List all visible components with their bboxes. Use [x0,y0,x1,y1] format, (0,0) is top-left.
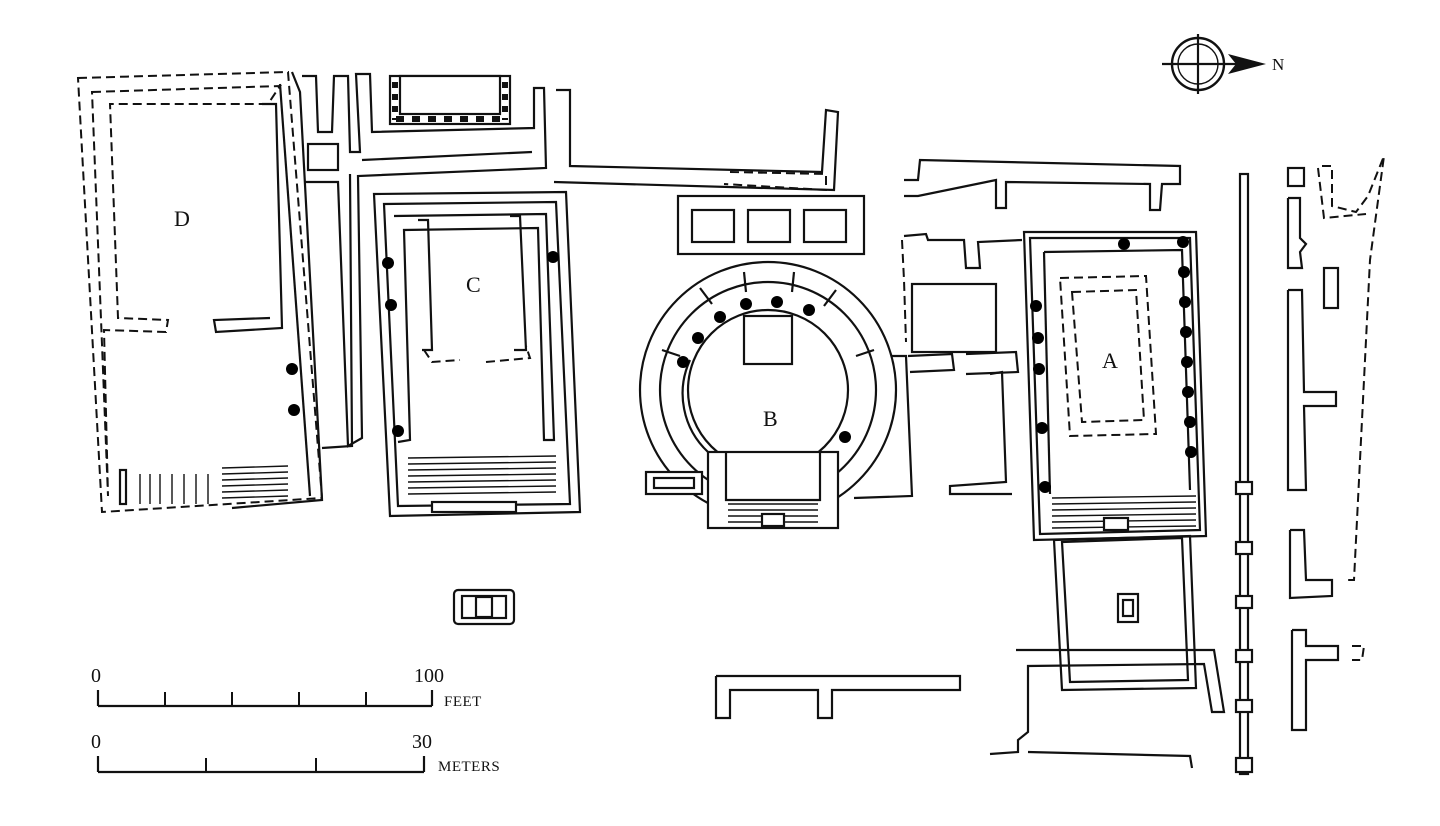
column [1182,386,1194,398]
label-building-d: D [174,206,190,231]
column [1180,326,1192,338]
scale-meters-end: 30 [412,731,432,753]
column [740,298,752,310]
column [1039,481,1051,493]
column [1032,332,1044,344]
scale-bar-meters [96,756,426,774]
south-walls [714,648,1226,769]
column [1033,363,1045,375]
column [1036,422,1048,434]
building-c-stair [407,455,557,495]
building-d-plan [76,70,324,514]
column [286,363,298,375]
scale-feet-start: 0 [91,665,101,687]
scale-feet-end: 100 [414,665,444,687]
column [714,311,726,323]
column [839,431,851,443]
column [692,332,704,344]
column [1118,238,1130,250]
scale-feet-unit: FEET [444,694,482,710]
building-c-plan [372,190,582,518]
building-d-stair [221,465,289,499]
stoa-colonnade [1234,172,1254,776]
column [1178,266,1190,278]
building-a-plan [1022,230,1208,692]
column [1185,446,1197,458]
rooms-middle [853,158,1182,500]
label-building-b: B [763,406,778,431]
column [382,257,394,269]
column [1177,236,1189,248]
column [677,356,689,368]
north-arrow-icon [1162,34,1266,94]
building-b-plan [638,194,898,530]
column [803,304,815,316]
scale-meters-unit: METERS [438,759,501,775]
column [1184,416,1196,428]
north-label: N [1272,55,1285,74]
column [1179,296,1191,308]
column [385,299,397,311]
corridors-north [302,72,840,450]
small-colonnade [388,74,512,126]
scale-bar-feet [96,690,434,708]
label-building-a: A [1102,348,1118,373]
small-monument [452,588,516,626]
scale-meters-start: 0 [91,731,101,753]
column [1030,300,1042,312]
label-building-c: C [466,272,481,297]
column [771,296,783,308]
column [288,404,300,416]
column [547,251,559,263]
column [392,425,404,437]
east-fragments [1286,155,1385,732]
column [1181,356,1193,368]
building-d-steps [139,474,209,504]
building-a-stair [1051,495,1197,529]
